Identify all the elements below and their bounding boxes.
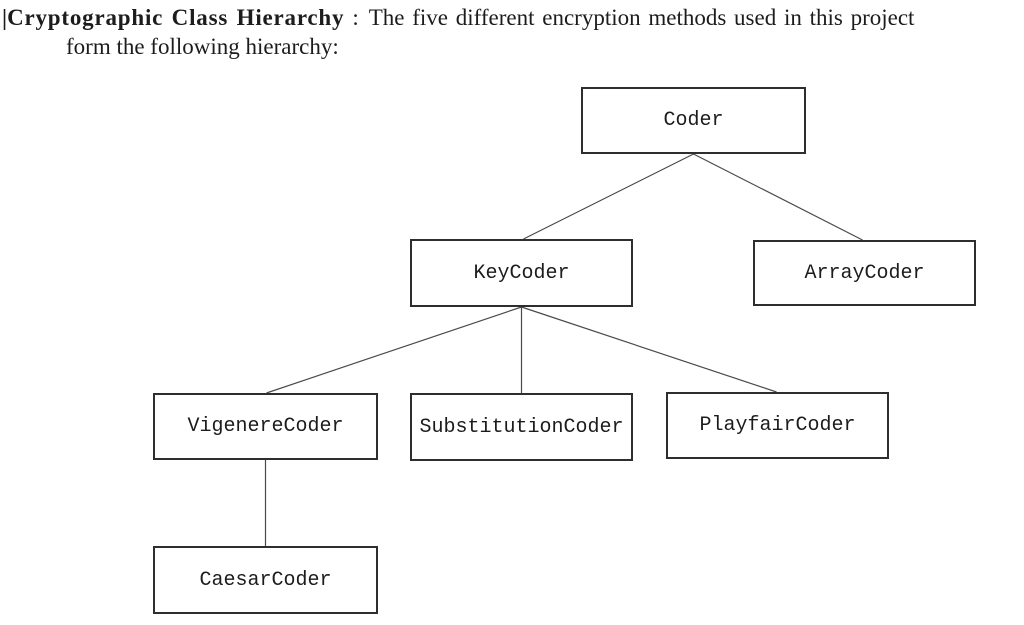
node-playfaircoder-label: PlayfairCoder xyxy=(699,414,856,437)
node-substitutioncoder-label: SubstitutionCoder xyxy=(419,415,624,439)
heading-title: Cryptographic Class Hierarchy xyxy=(7,5,345,30)
node-vigenerecoder: VigenereCoder xyxy=(153,393,378,460)
node-vigenerecoder-label: VigenereCoder xyxy=(187,415,344,438)
edge-keycoder-vigenerecoder xyxy=(266,306,522,394)
node-substitutioncoder: SubstitutionCoder xyxy=(410,393,633,461)
node-keycoder-label: KeyCoder xyxy=(473,261,570,285)
node-caesarcoder-label: CaesarCoder xyxy=(199,568,332,592)
edge-coder-keycoder xyxy=(523,153,694,240)
node-arraycoder-label: ArrayCoder xyxy=(804,261,925,285)
edge-coder-arraycoder xyxy=(693,153,863,241)
heading-line-2: form the following hierarchy: xyxy=(66,34,339,59)
margin-bar: | xyxy=(2,5,8,30)
node-coder: Coder xyxy=(581,87,806,154)
node-coder-label: Coder xyxy=(663,109,724,132)
node-arraycoder: ArrayCoder xyxy=(753,240,976,306)
heading-separator: : xyxy=(352,5,359,30)
node-keycoder: KeyCoder xyxy=(410,239,633,307)
node-playfaircoder: PlayfairCoder xyxy=(666,392,889,459)
heading-line-1: |Cryptographic Class Hierarchy: The five … xyxy=(2,3,914,33)
heading-text: The five different encryption methods us… xyxy=(368,5,915,30)
edge-keycoder-playfaircoder xyxy=(521,306,777,393)
node-caesarcoder: CaesarCoder xyxy=(153,546,378,614)
